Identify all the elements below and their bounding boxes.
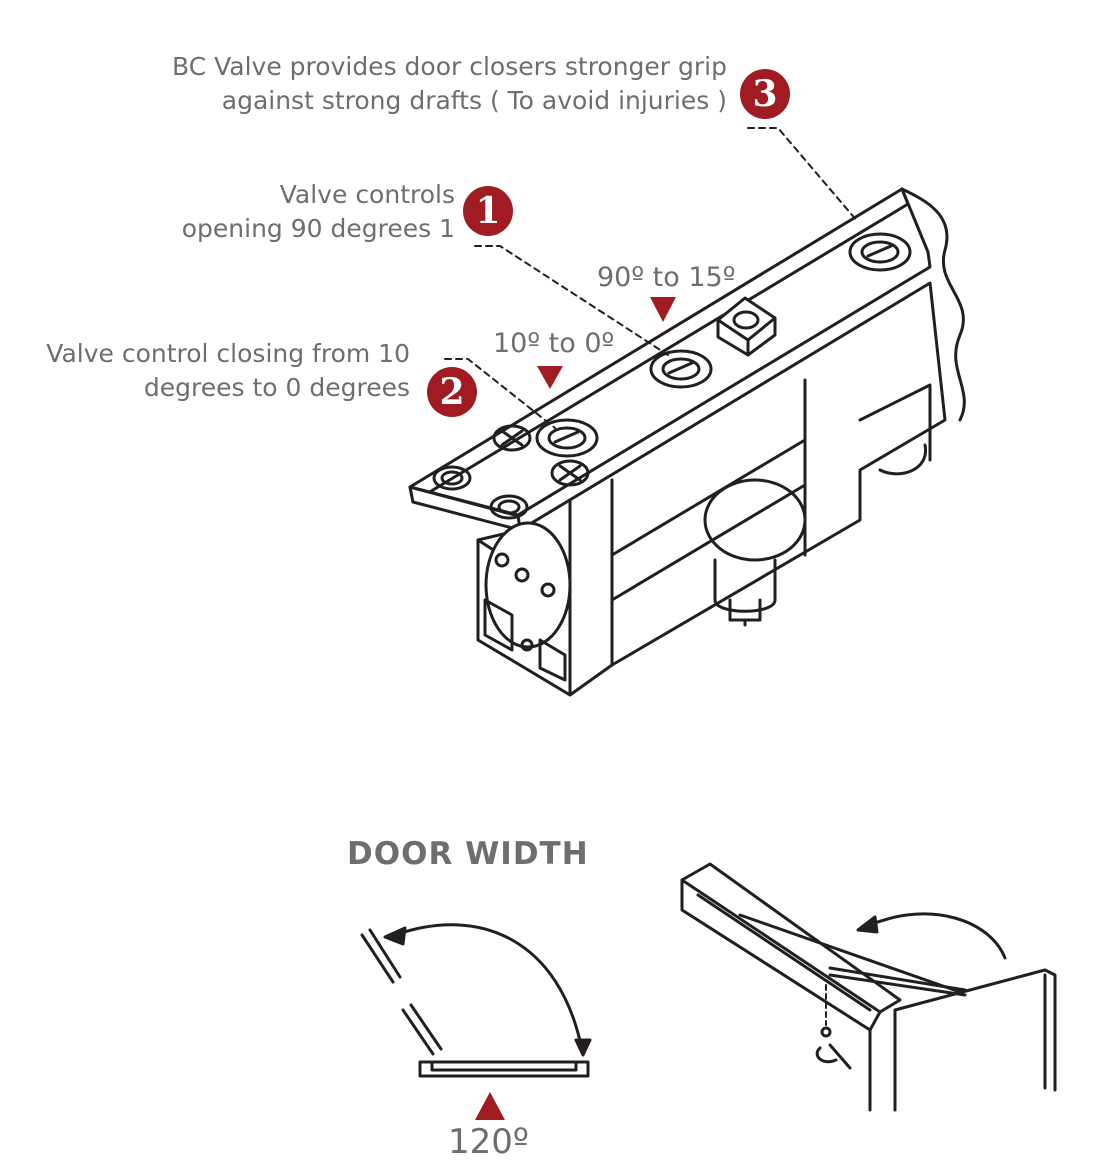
callout-3-line1: BC Valve provides door closers stronger … (172, 52, 727, 81)
callout-1-text: Valve controls opening 90 degrees 1 (182, 178, 455, 246)
callout-2-line2: degrees to 0 degrees (143, 373, 410, 402)
door-width-heading: DOOR WIDTH (347, 836, 589, 872)
door-angle-label: 120º (448, 1122, 529, 1162)
callout-3-badge: 3 (740, 69, 790, 119)
leader-line-3 (747, 127, 859, 223)
closer-housing (476, 281, 947, 697)
door-frame (680, 862, 902, 1014)
marker-upper-valve (650, 297, 676, 322)
marker-120 (475, 1092, 505, 1120)
leader-line-2 (444, 358, 556, 429)
lower-valve-range: 10º to 0º (493, 328, 615, 359)
callout-1-line2: opening 90 degrees 1 (181, 214, 455, 243)
marker-lower-valve (537, 366, 563, 389)
callout-1-badge: 1 (463, 186, 513, 236)
leader-line-1 (474, 245, 669, 356)
callout-3-text: BC Valve provides door closers stronger … (172, 50, 727, 118)
callout-2-badge: 2 (427, 367, 477, 417)
upper-valve-range: 90º to 15º (597, 262, 736, 293)
callout-2-line1: Valve control closing from 10 (46, 339, 410, 368)
callout-1-line1: Valve controls (279, 180, 455, 209)
callout-3-line2: against strong drafts ( To avoid injurie… (221, 86, 727, 115)
door-frame-plan (418, 1060, 590, 1078)
rotation-arc (868, 912, 1007, 960)
callout-2-text: Valve control closing from 10 degrees to… (46, 337, 410, 405)
swing-arc (393, 923, 584, 1052)
